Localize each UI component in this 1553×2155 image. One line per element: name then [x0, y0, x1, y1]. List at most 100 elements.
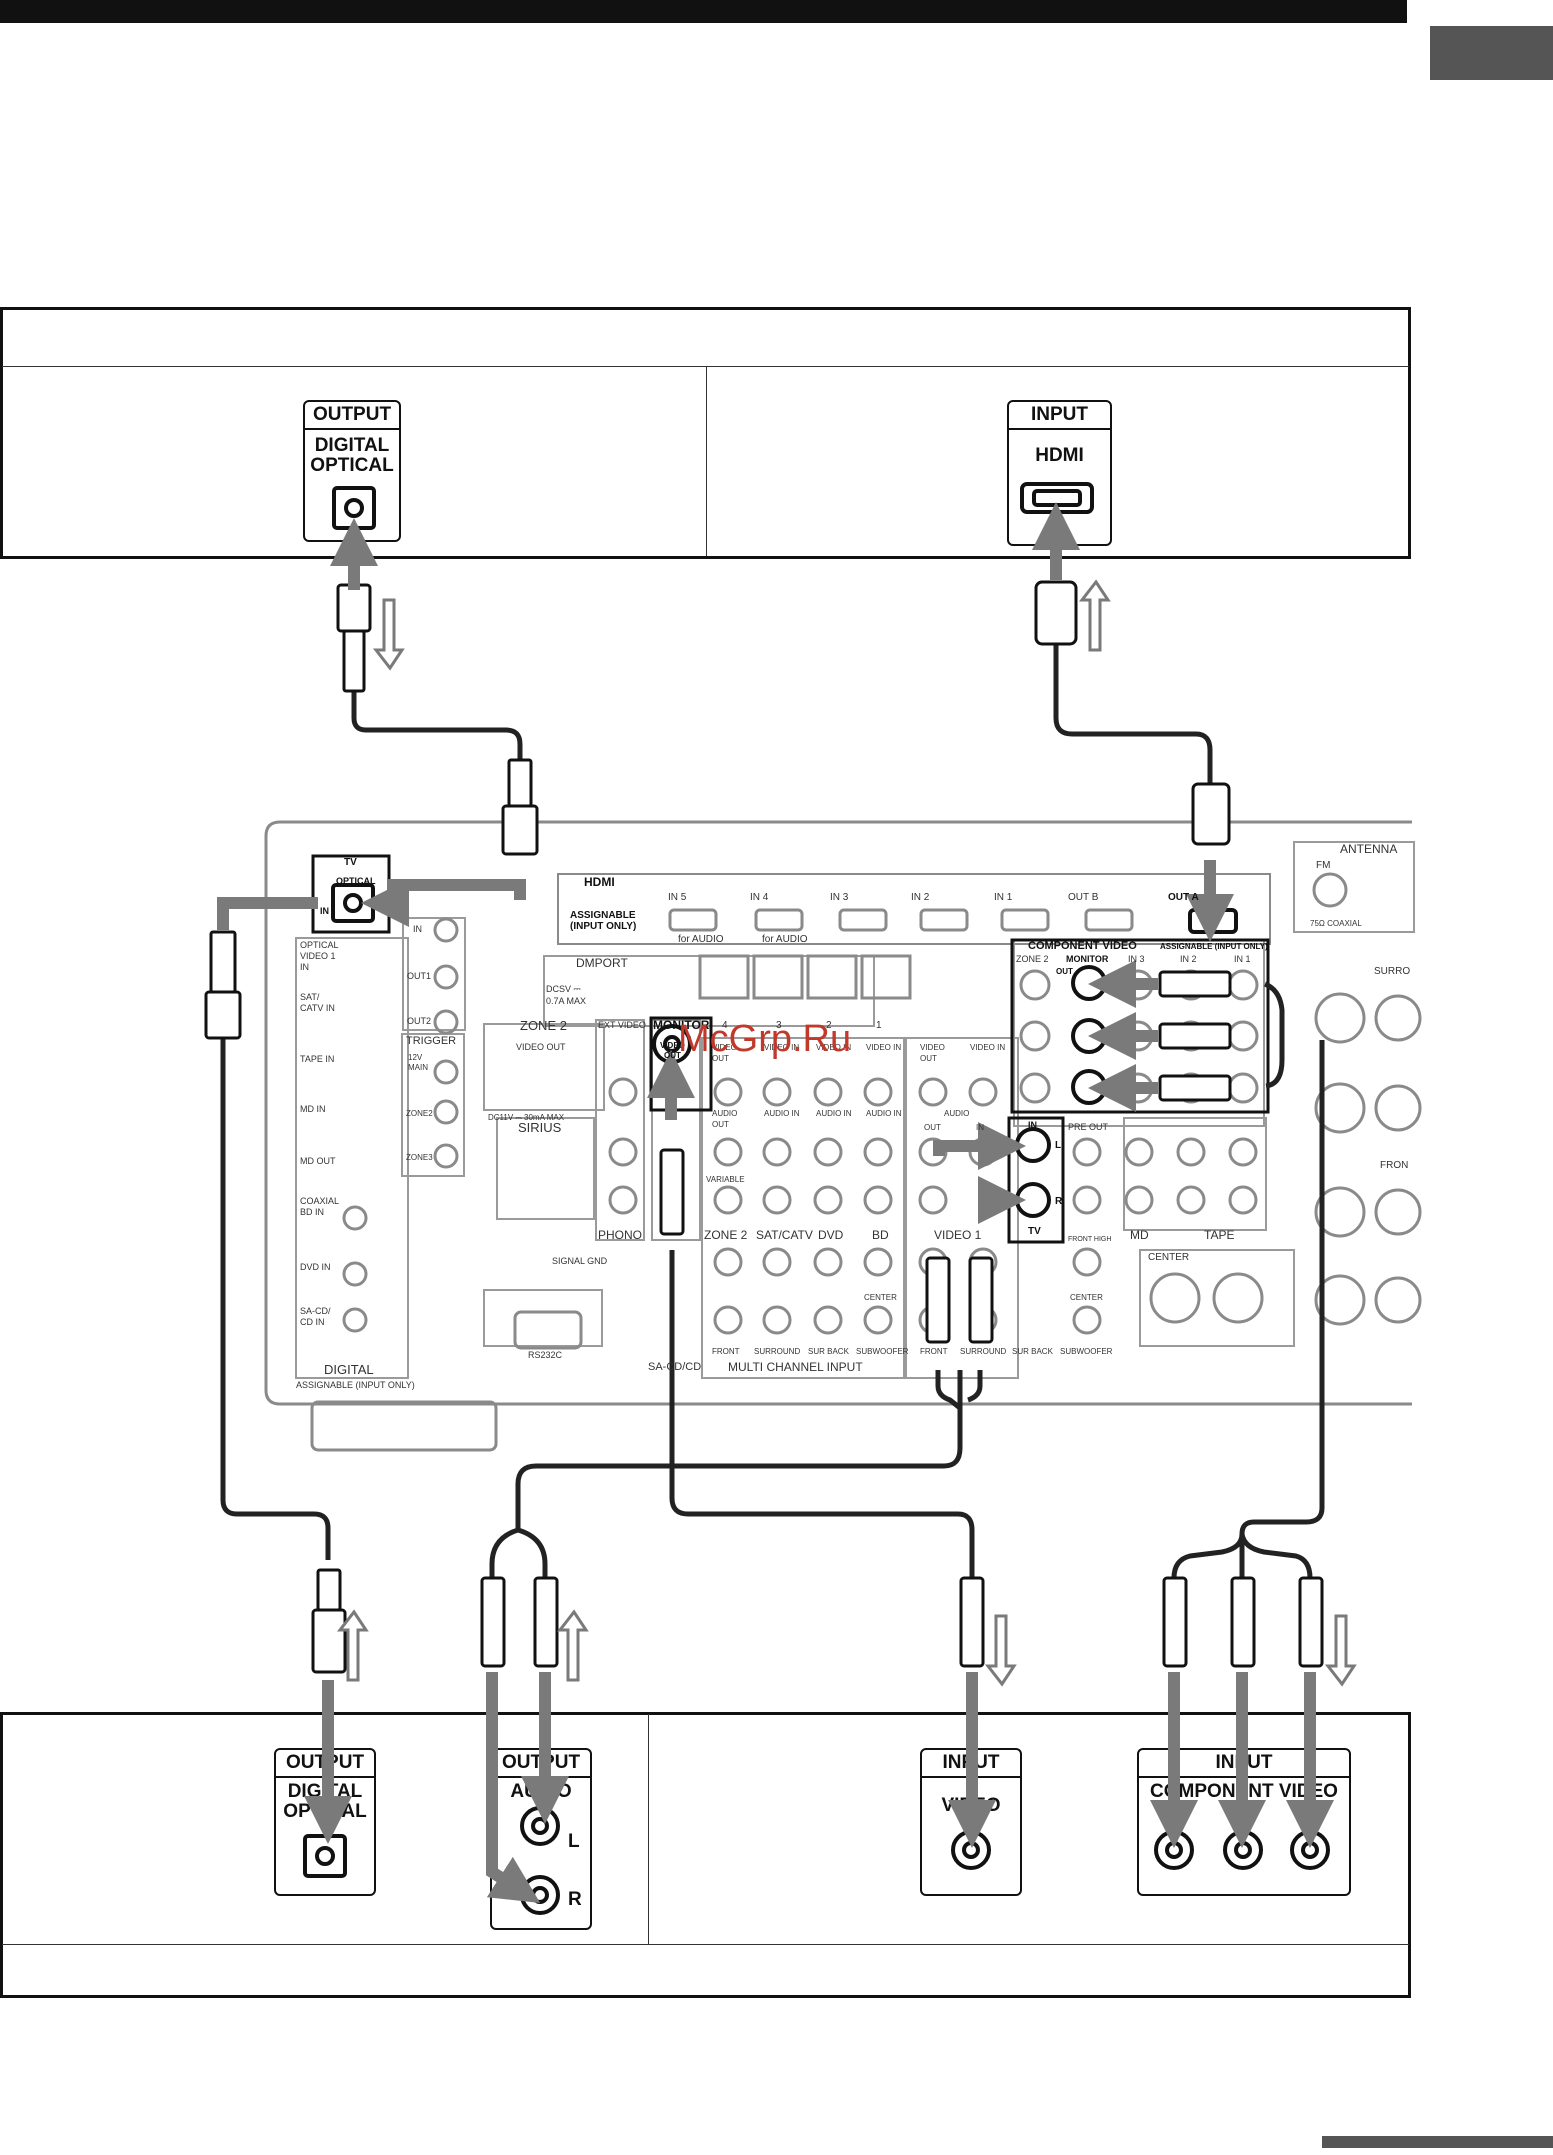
sirius-label: SIRIUS — [518, 1120, 562, 1135]
audio-row-1: AUDIO OUT — [712, 1109, 738, 1129]
component-out: OUT — [1056, 967, 1073, 976]
footer-bar — [1322, 2136, 1553, 2148]
preout-sur-back: SUR BACK — [1012, 1347, 1053, 1356]
audio-row-5: AUDIO — [944, 1109, 970, 1118]
digital-label: DIGITAL — [324, 1362, 374, 1377]
receiver-hdmi-label: HDMI — [584, 875, 615, 889]
mc-surround: SURROUND — [754, 1347, 801, 1356]
variable-label: VARIABLE — [706, 1175, 745, 1184]
signal-arrows — [217, 502, 1334, 1903]
antenna-label: ANTENNA — [1340, 842, 1398, 856]
digital-in-3: TAPE IN — [300, 1054, 335, 1064]
trigger-main: MAIN — [408, 1063, 428, 1072]
zone2-sub: DC11V ⎓ 30mA MAX — [488, 1113, 565, 1122]
hdmi-in2-label: IN 2 — [911, 892, 930, 903]
monitor-video-out-1: VIDEO — [660, 1041, 685, 1050]
video-col-1: VIDEO OUT — [712, 1043, 737, 1063]
tv-optical-label-2: OPTICAL — [310, 455, 394, 476]
header-bar — [0, 0, 1407, 23]
video-col-5: VIDEO OUT — [920, 1043, 945, 1063]
tv-audio-in-label: IN — [1028, 1120, 1037, 1130]
trigger-12v: 12V — [408, 1053, 423, 1062]
digital-in-6: COAXIAL BD IN — [300, 1196, 339, 1217]
sa-cd-label: SA-CD/CD — [648, 1361, 702, 1373]
sat-catv-label: SAT/CATV — [756, 1228, 813, 1242]
direction-arrows — [336, 579, 1357, 1687]
video-col-2: VIDEO IN — [764, 1043, 800, 1052]
component-assign-label: ASSIGNABLE (INPUT ONLY) — [1160, 942, 1268, 951]
device-box — [0, 1712, 1411, 1998]
trigger-in: IN — [413, 924, 422, 934]
tv-hdmi-label: HDMI — [1035, 445, 1084, 466]
hdmi-in5-label: IN 5 — [668, 892, 687, 903]
video-col-6: VIDEO IN — [970, 1043, 1006, 1052]
tv-optical-badge: TV — [344, 857, 357, 868]
video1-label: VIDEO 1 — [934, 1228, 982, 1242]
plugs — [204, 580, 1324, 1674]
zone2-audio-label: ZONE 2 — [704, 1228, 748, 1242]
hdmi-for-audio-5: for AUDIO — [678, 934, 724, 945]
md-label: MD — [1130, 1228, 1149, 1242]
section-tab — [1430, 26, 1553, 80]
receiver-lan-ports — [698, 954, 912, 1000]
digital-sub-label: ASSIGNABLE (INPUT ONLY) — [296, 1380, 415, 1390]
tv-audio-r: R — [1055, 1196, 1063, 1207]
front-label: FRON — [1380, 1160, 1409, 1171]
audio-row-4: AUDIO IN — [866, 1109, 902, 1118]
component-in2: IN 2 — [1180, 954, 1197, 964]
device-audio-r-label: R — [568, 1889, 582, 1910]
component-video-label: COMPONENT VIDEO — [1028, 940, 1137, 952]
zone2-video-out: VIDEO OUT — [516, 1042, 566, 1052]
tv-box-split — [706, 366, 707, 556]
component-monitor: MONITOR — [1066, 954, 1109, 964]
dmport-sub-2: 0.7A MAX — [546, 996, 587, 1006]
device-box-divider — [2, 1944, 1409, 1945]
hdmi-for-audio-4: for AUDIO — [762, 934, 808, 945]
tv-jacks — [332, 482, 1094, 530]
device-box-split — [648, 1714, 649, 1944]
dmport-sub-1: DCSV ⎓ — [546, 984, 581, 994]
center-label: CENTER — [1148, 1252, 1190, 1263]
pre-out-label: PRE OUT — [1068, 1122, 1109, 1132]
digital-in-7: DVD IN — [300, 1262, 331, 1272]
digital-in-1: OPTICAL VIDEO 1 IN — [300, 940, 339, 972]
bd-label: BD — [872, 1228, 889, 1242]
tv-optical-output-header: OUTPUT — [305, 402, 399, 430]
component-in1: IN 1 — [1234, 954, 1251, 964]
component-zone2: ZONE 2 — [1016, 954, 1049, 964]
dvd-label: DVD — [818, 1228, 844, 1242]
cables — [220, 640, 1325, 1580]
trigger-zone3: ZONE3 — [406, 1153, 433, 1162]
hdmi-in3-label: IN 3 — [830, 892, 849, 903]
tape-label: TAPE — [1204, 1228, 1235, 1242]
mc-subwoofer: SUBWOOFER — [856, 1347, 909, 1356]
digital-in-8: SA-CD/ CD IN — [300, 1306, 331, 1327]
digital-in-4: MD IN — [300, 1104, 326, 1114]
mc-front: FRONT — [712, 1347, 740, 1356]
tv-optical-label-1: DIGITAL — [314, 435, 390, 456]
audio-row-2: AUDIO IN — [764, 1109, 800, 1118]
tv-optical-in-in-label: IN — [320, 906, 329, 916]
monitor-video-out-2: OUT — [664, 1051, 681, 1060]
receiver-hdmi-sub-2: (INPUT ONLY) — [570, 921, 637, 932]
lan-4: 4 — [722, 1020, 728, 1031]
trigger-out2: OUT2 — [407, 1016, 432, 1026]
hdmi-out-a-label: OUT A — [1168, 892, 1199, 903]
mc-center: CENTER — [864, 1293, 897, 1302]
tv-audio-l: L — [1055, 1140, 1062, 1151]
video-col-4: VIDEO IN — [866, 1043, 902, 1052]
receiver-hdmi-sub-1: ASSIGNABLE — [570, 910, 636, 921]
audio-row-3: AUDIO IN — [816, 1109, 852, 1118]
trigger-zone2: ZONE2 — [406, 1109, 433, 1118]
lan-3: 3 — [776, 1020, 782, 1031]
component-video-panel — [1010, 938, 1270, 1114]
digital-in-2: SAT/ CATV IN — [300, 992, 335, 1013]
phono-label: PHONO — [598, 1228, 643, 1242]
lan-1: 1 — [876, 1020, 882, 1031]
component-in3: IN 3 — [1128, 954, 1145, 964]
preout-subwoofer: SUBWOOFER — [1060, 1347, 1113, 1356]
tv-box — [0, 307, 1411, 559]
fm-label: FM — [1316, 860, 1331, 871]
tv-hdmi-input-header: INPUT — [1009, 402, 1110, 430]
